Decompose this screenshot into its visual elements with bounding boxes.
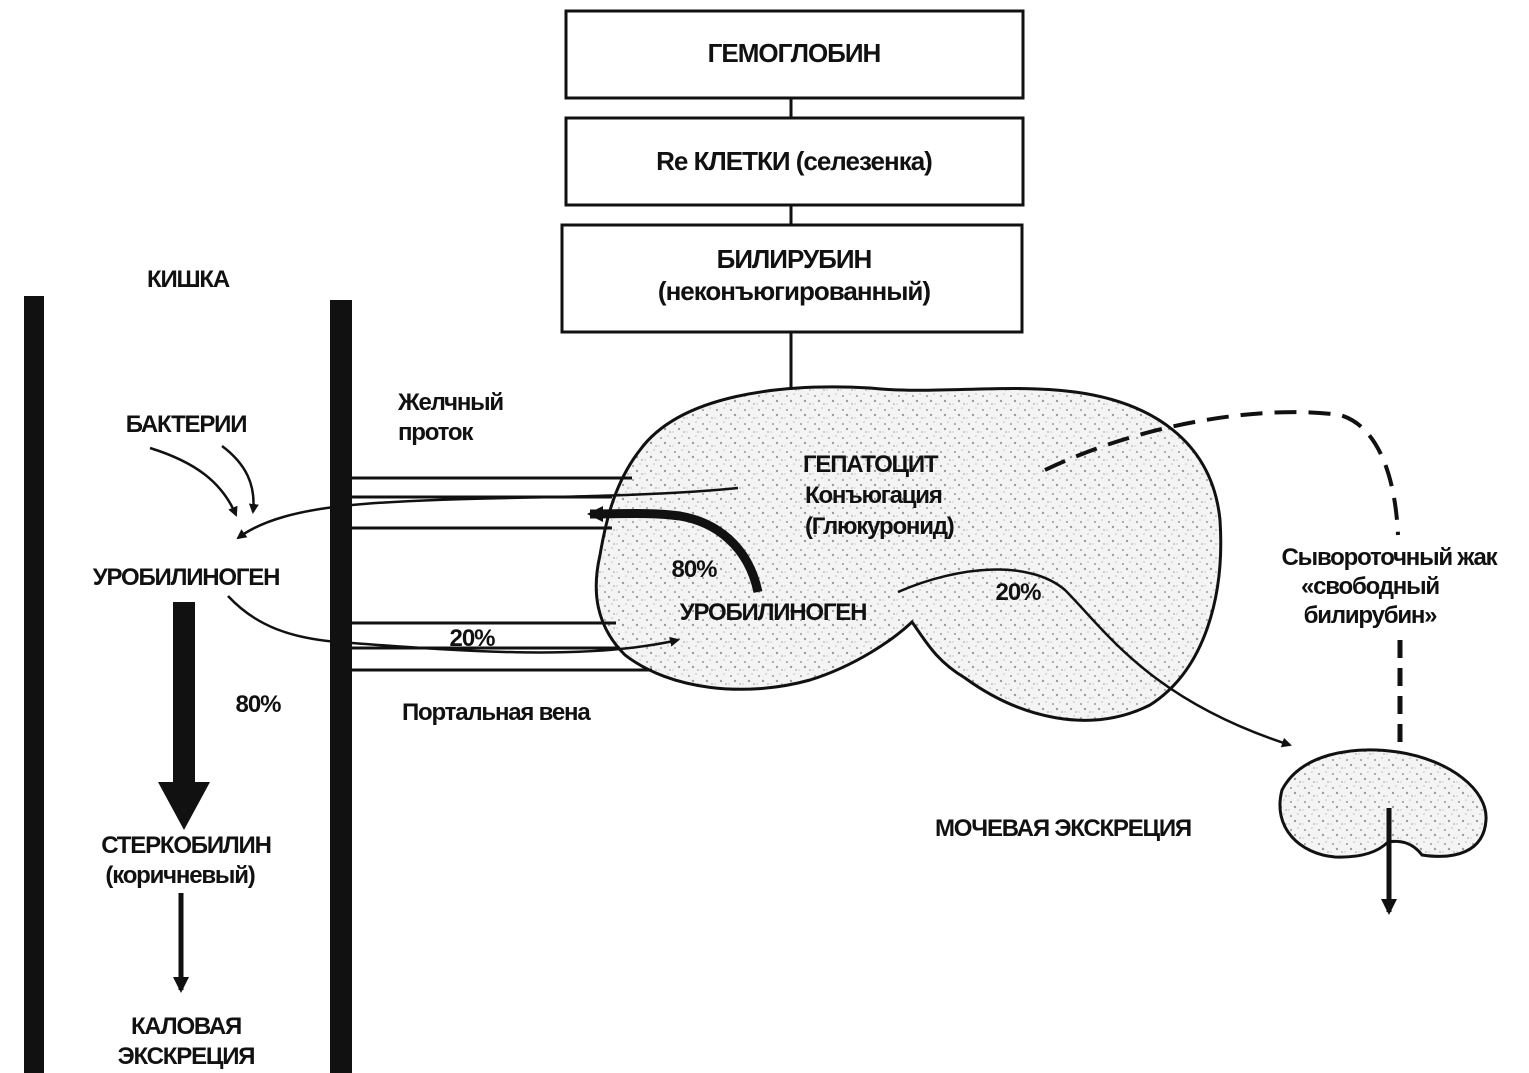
portal-20-percent: 20%	[449, 625, 495, 652]
stercobilin-label: СТЕРКОБИЛИН	[101, 832, 270, 859]
bacteria-label: БАКТЕРИИ	[126, 411, 247, 438]
arrow-bacteria-2	[222, 446, 254, 512]
hemoglobin-label: ГЕМОГЛОБИН	[708, 38, 881, 68]
intestine-title: КИШКА	[147, 266, 230, 293]
liver-urobilinogen-label: УРОБИЛИНОГЕН	[680, 599, 866, 626]
portal-vein-label: Портальная вена	[402, 699, 591, 726]
serum-label-3: билирубин»	[1304, 602, 1438, 629]
liver-80-percent: 80%	[671, 556, 717, 583]
intestine-wall-left	[24, 296, 44, 1073]
bile-duct-label-2: проток	[398, 419, 474, 446]
intestine-urobilinogen-label: УРОБИЛИНОГЕН	[93, 564, 279, 591]
urinary-excretion-label: МОЧЕВАЯ ЭКСКРЕЦИЯ	[935, 815, 1191, 842]
intestine-80-percent: 80%	[235, 691, 281, 718]
bile-duct-label-1: Желчный	[397, 389, 503, 416]
stercobilin-sublabel: (коричневый)	[105, 862, 254, 889]
bilirubin-sublabel: (неконъюгированный)	[658, 276, 931, 306]
arrow-80-down-head	[158, 782, 210, 830]
fecal-excretion-label-2: ЭКСКРЕЦИЯ	[118, 1043, 255, 1070]
arrow-bacteria-1	[150, 448, 236, 515]
fecal-excretion-label-1: КАЛОВАЯ	[131, 1013, 241, 1040]
hepatocyte-label: ГЕПАТОЦИТ	[803, 451, 939, 478]
serum-label-1: Сывороточный жак	[1282, 544, 1499, 571]
conjugation-label: Конъюгация	[805, 482, 942, 509]
glucuronide-label: (Глюкуронид)	[805, 513, 954, 540]
kidney-shape	[1280, 750, 1486, 857]
bilirubin-label: БИЛИРУБИН	[717, 244, 872, 274]
intestine-wall-right	[330, 300, 352, 1073]
liver-20-percent: 20%	[995, 579, 1041, 606]
serum-label-2: «свободный	[1301, 573, 1439, 600]
arrow-80-down-shaft	[173, 602, 195, 787]
re-cells-label: Re КЛЕТКИ (селезенка)	[656, 146, 932, 176]
